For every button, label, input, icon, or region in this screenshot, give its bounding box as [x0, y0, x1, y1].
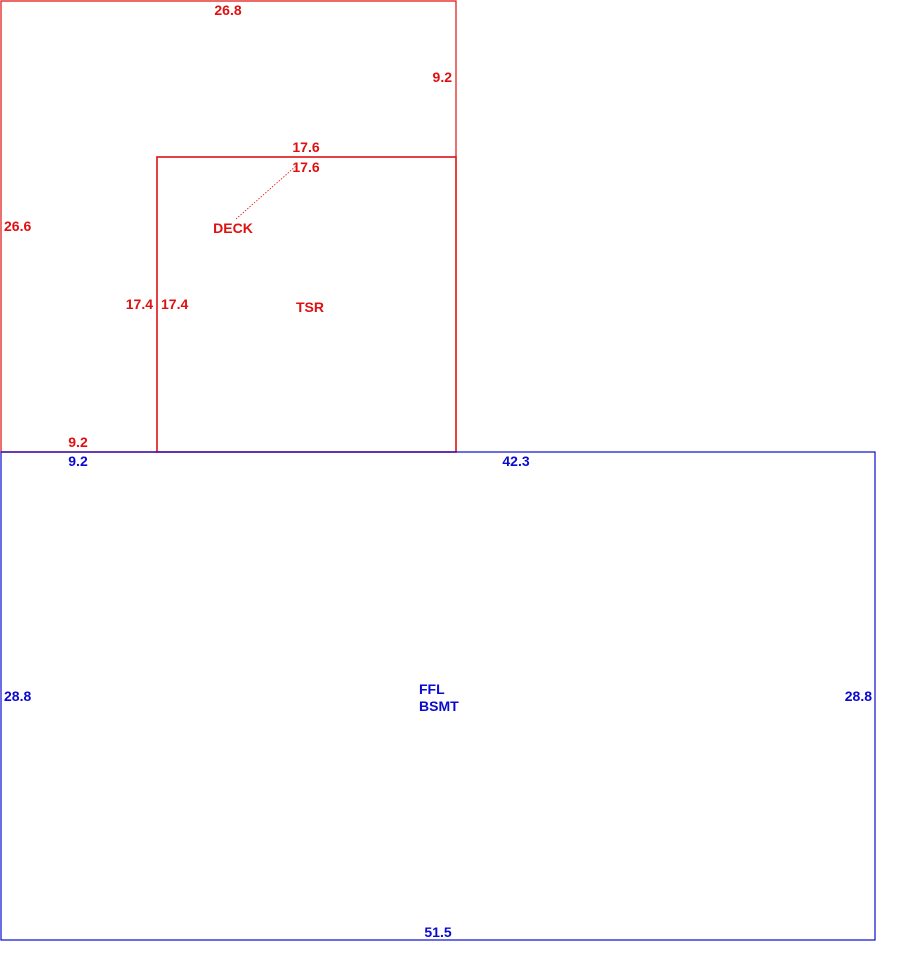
bsmt-left-dim: 28.8 — [4, 688, 31, 704]
deck-left-dim: 26.6 — [4, 218, 31, 234]
deck-label: DECK — [213, 220, 253, 236]
deck-right-upper-dim: 9.2 — [433, 69, 453, 85]
deck-top-dim: 26.8 — [214, 2, 241, 18]
tsr-top-inner-dim: 17.6 — [292, 159, 319, 175]
bsmt-top-right-dim: 42.3 — [502, 453, 529, 469]
upper-level-group: 26.8 9.2 26.6 17.4 9.2 DECK 17.6 17.6 17… — [0, 0, 457, 453]
basement-outline — [0, 451, 876, 941]
tsr-left-dim: 17.4 — [161, 296, 188, 312]
bsmt-label-line1: FFL — [419, 681, 445, 697]
tsr-label: TSR — [296, 299, 324, 315]
bsmt-right-dim: 28.8 — [845, 688, 872, 704]
lower-level-group: 9.2 42.3 28.8 28.8 51.5 FFL BSMT — [0, 451, 876, 941]
tsr-top-outer-dim: 17.6 — [292, 139, 319, 155]
bsmt-top-left-dim: 9.2 — [68, 453, 88, 469]
bsmt-label-line2: BSMT — [419, 698, 459, 714]
deck-outline — [0, 0, 457, 452]
deck-leader-line — [235, 165, 297, 220]
deck-inner-left-dim: 17.4 — [126, 296, 153, 312]
bsmt-bottom-dim: 51.5 — [424, 924, 451, 940]
deck-bottom-dim: 9.2 — [68, 434, 88, 450]
